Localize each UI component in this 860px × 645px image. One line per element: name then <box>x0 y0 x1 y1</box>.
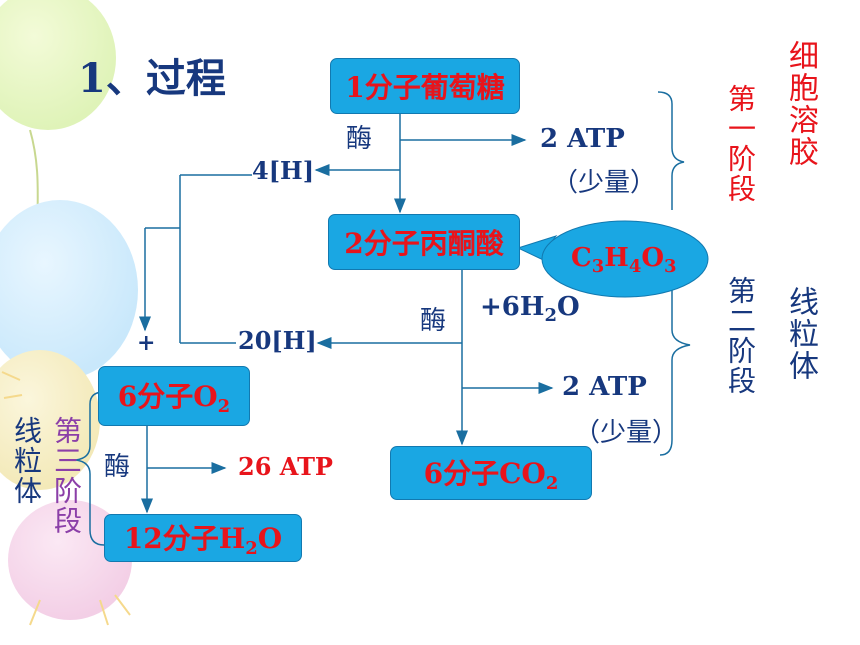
location-mitochondria-stage2: 线粒体 <box>783 286 818 382</box>
stage-3-label: 第三阶段 <box>50 416 83 536</box>
enzyme-label-3: 酶 <box>104 452 131 482</box>
callout-bubble <box>541 220 709 298</box>
co2-label: 6分子CO2 <box>423 457 559 494</box>
glucose-label: 1分子葡萄糖 <box>345 71 505 104</box>
atp-note-1: （少量） <box>552 168 657 198</box>
pyruvate-label: 2分子丙酮酸 <box>344 227 504 260</box>
co2-box: 6分子CO2 <box>390 446 592 500</box>
balloon-yellow <box>0 350 100 490</box>
sparkle-lines <box>1 371 131 626</box>
oxygen-label: 6分子O2 <box>117 380 231 417</box>
water-added-label: +6H2O <box>480 292 580 326</box>
brace-stage1 <box>657 91 685 210</box>
oxygen-box: 6分子O2 <box>98 366 250 426</box>
page-title: 1、过程 <box>78 55 226 102</box>
atp-note-2: （少量） <box>574 418 679 448</box>
hydrogen-4-label: 4[H] <box>252 156 315 185</box>
pyruvate-box: 2分子丙酮酸 <box>328 214 520 270</box>
hydrogen-20-label: 20[H] <box>238 326 317 355</box>
enzyme-label-2: 酶 <box>420 306 447 336</box>
location-mitochondria-stage3: 线粒体 <box>10 416 43 506</box>
water-label: 12分子H2O <box>123 522 283 559</box>
glucose-box: 1分子葡萄糖 <box>330 58 520 114</box>
callout-formula: C3H4O3 <box>571 243 677 277</box>
stage-1-label: 第一阶段 <box>724 84 757 204</box>
enzyme-label-1: 酶 <box>346 124 373 154</box>
atp-label-26: 26 ATP <box>238 452 333 481</box>
balloon-green <box>0 0 116 130</box>
atp-label-1: 2 ATP <box>540 124 625 154</box>
balloon-pink <box>8 500 132 620</box>
stage-2-label: 第二阶段 <box>724 276 757 396</box>
balloon-blue <box>0 200 138 380</box>
water-box: 12分子H2O <box>104 514 302 562</box>
plus-sign: + <box>137 330 156 356</box>
brace-stage3 <box>75 391 105 546</box>
atp-label-2: 2 ATP <box>562 372 647 402</box>
location-cytosol: 细胞溶胶 <box>783 40 818 168</box>
brace-stage2 <box>659 255 691 456</box>
